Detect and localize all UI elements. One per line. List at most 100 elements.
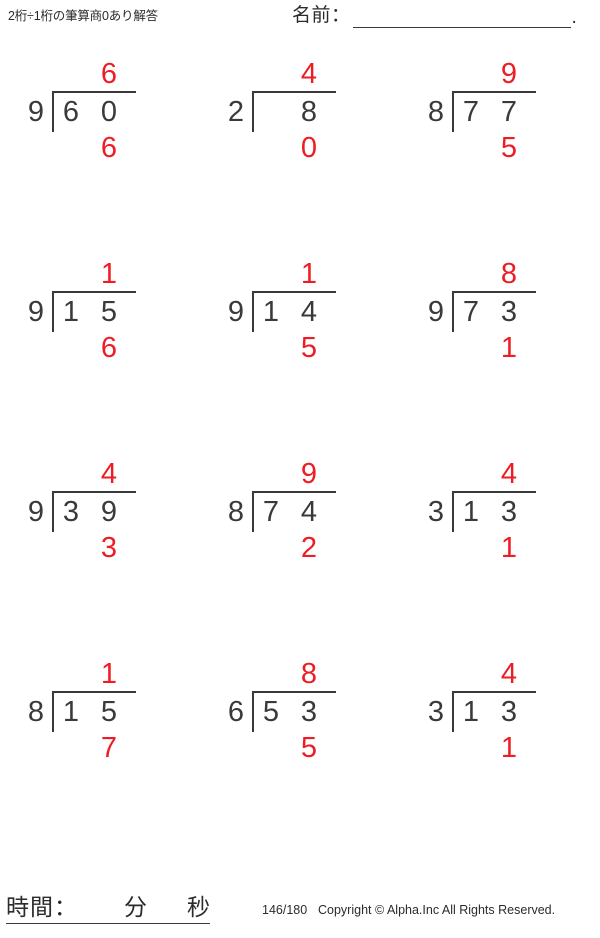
division-bracket-vertical	[452, 92, 454, 132]
division-bracket-vertical	[452, 692, 454, 732]
long-division-figure: 3 4 1 3 1	[414, 658, 584, 792]
quotient-answer: 1	[300, 258, 318, 290]
division-bracket-vertical	[52, 292, 54, 332]
problem-grid: 9 6 6 0 6 2 4 8 0 8	[0, 58, 600, 862]
division-bracket-vertical	[252, 692, 254, 732]
problem-row: 9 1 1 5 6 9 1 1 4 5 9	[0, 258, 600, 462]
remainder-answer: 2	[300, 532, 318, 564]
dividend-ones-digit: 5	[100, 696, 118, 728]
problem-7: 9 4 3 9 3	[0, 458, 200, 592]
division-bracket-horizontal	[452, 691, 536, 693]
quotient-answer: 1	[100, 658, 118, 690]
quotient-answer: 4	[500, 458, 518, 490]
divisor: 2	[227, 96, 244, 128]
problem-6: 9 8 7 3 1	[400, 258, 600, 392]
problem-8: 8 9 7 4 2	[200, 458, 400, 592]
long-division-figure: 9 1 1 5 6	[14, 258, 184, 392]
division-bracket-horizontal	[52, 291, 136, 293]
remainder-answer: 6	[100, 132, 118, 164]
problem-10: 8 1 1 5 7	[0, 658, 200, 792]
problem-row: 8 1 1 5 7 6 8 5 3 5 3	[0, 658, 600, 862]
problem-2: 2 4 8 0	[200, 58, 400, 192]
problem-11: 6 8 5 3 5	[200, 658, 400, 792]
remainder-answer: 6	[100, 332, 118, 364]
division-bracket-horizontal	[452, 491, 536, 493]
remainder-answer: 1	[500, 532, 518, 564]
dividend-ones-digit: 7	[500, 96, 518, 128]
divisor: 9	[27, 496, 44, 528]
division-bracket-vertical	[52, 692, 54, 732]
dividend-tens-digit: 1	[462, 496, 480, 528]
division-bracket-horizontal	[452, 91, 536, 93]
remainder-answer: 0	[300, 132, 318, 164]
divisor: 3	[427, 696, 444, 728]
remainder-answer: 3	[100, 532, 118, 564]
divisor: 3	[427, 496, 444, 528]
problem-row: 9 4 3 9 3 8 9 7 4 2 3	[0, 458, 600, 662]
remainder-answer: 5	[300, 732, 318, 764]
division-bracket-vertical	[452, 492, 454, 532]
divisor: 9	[27, 296, 44, 328]
remainder-answer: 5	[300, 332, 318, 364]
long-division-figure: 9 4 3 9 3	[14, 458, 184, 592]
long-division-figure: 9 8 7 3 1	[414, 258, 584, 392]
dividend-ones-digit: 0	[100, 96, 118, 128]
division-bracket-horizontal	[252, 691, 336, 693]
worksheet-header: 2桁÷1桁の筆算商0あり解答 名前： .	[0, 0, 600, 44]
division-bracket-horizontal	[52, 491, 136, 493]
divisor: 9	[427, 296, 444, 328]
long-division-figure: 8 9 7 7 5	[414, 58, 584, 192]
problem-5: 9 1 1 4 5	[200, 258, 400, 392]
divisor: 8	[227, 496, 244, 528]
dividend-ones-digit: 3	[500, 496, 518, 528]
dividend-ones-digit: 3	[500, 696, 518, 728]
long-division-figure: 9 1 1 4 5	[214, 258, 384, 392]
name-field: 名前： .	[292, 4, 577, 28]
quotient-answer: 4	[500, 658, 518, 690]
problem-1: 9 6 6 0 6	[0, 58, 200, 192]
division-bracket-horizontal	[452, 291, 536, 293]
long-division-figure: 8 9 7 4 2	[214, 458, 384, 592]
copyright-notice: Copyright © Alpha.Inc All Rights Reserve…	[318, 903, 556, 917]
page-title: 2桁÷1桁の筆算商0あり解答	[8, 9, 158, 23]
long-division-figure: 9 6 6 0 6	[14, 58, 184, 192]
quotient-answer: 4	[300, 58, 318, 90]
quotient-answer: 9	[300, 458, 318, 490]
dividend-tens-digit: 3	[62, 496, 80, 528]
dividend-tens-digit: 1	[262, 296, 280, 328]
long-division-figure: 6 8 5 3 5	[214, 658, 384, 792]
problem-3: 8 9 7 7 5	[400, 58, 600, 192]
dividend-tens-digit: 7	[462, 296, 480, 328]
dividend-ones-digit: 5	[100, 296, 118, 328]
divisor: 9	[27, 96, 44, 128]
quotient-answer: 4	[100, 458, 118, 490]
quotient-answer: 8	[500, 258, 518, 290]
division-bracket-vertical	[452, 292, 454, 332]
divisor: 8	[427, 96, 444, 128]
time-field: 時間： 分 秒	[6, 894, 210, 924]
long-division-figure: 2 4 8 0	[214, 58, 384, 192]
dividend-tens-digit: 5	[262, 696, 280, 728]
division-bracket-vertical	[252, 292, 254, 332]
division-bracket-vertical	[52, 492, 54, 532]
dividend-tens-digit: 1	[62, 296, 80, 328]
division-bracket-horizontal	[252, 291, 336, 293]
dividend-tens-digit: 6	[62, 96, 80, 128]
divisor: 9	[227, 296, 244, 328]
page-counter: 146/180	[262, 903, 308, 917]
time-label: 時間：	[6, 894, 78, 920]
quotient-answer: 6	[100, 58, 118, 90]
division-bracket-vertical	[252, 92, 254, 132]
problem-row: 9 6 6 0 6 2 4 8 0 8	[0, 58, 600, 262]
quotient-answer: 9	[500, 58, 518, 90]
long-division-figure: 3 4 1 3 1	[414, 458, 584, 592]
name-input[interactable]	[352, 5, 571, 28]
name-trailing-dot: .	[571, 7, 577, 28]
division-bracket-vertical	[52, 92, 54, 132]
divisor: 8	[27, 696, 44, 728]
division-bracket-horizontal	[252, 91, 336, 93]
dividend-tens-digit: 7	[462, 96, 480, 128]
dividend-ones-digit: 8	[300, 96, 318, 128]
remainder-answer: 7	[100, 732, 118, 764]
remainder-answer: 1	[500, 332, 518, 364]
